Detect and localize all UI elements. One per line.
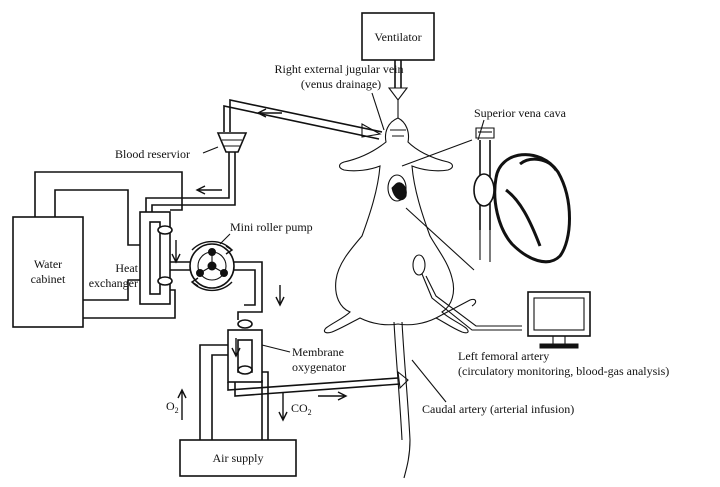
ventilator-tube — [394, 60, 402, 88]
heart-right-atrium — [473, 173, 495, 207]
jugular-label-line2: (venus drainage) — [301, 77, 381, 91]
ventilator-box — [361, 12, 435, 61]
membrane-label-1: Membrane — [292, 345, 344, 359]
flow-arrow-arterial — [318, 391, 348, 401]
femoral-line-2 — [425, 275, 522, 327]
svc-cannula — [475, 127, 495, 139]
arterial-line-inner — [234, 382, 401, 397]
ventilator: Ventilator — [361, 12, 435, 118]
femoral-label-1: Left femoral artery — [458, 349, 549, 363]
flow-arrow-reservoir — [195, 185, 222, 195]
exchanger-port-bottom — [157, 276, 173, 286]
arterial-line-outer — [227, 377, 399, 391]
pump-rotation-bottom — [190, 277, 233, 292]
water-cabinet-box — [12, 216, 84, 328]
rat-body — [323, 117, 477, 479]
reservoir-to-exchanger-outer — [145, 160, 230, 218]
membrane-leader — [261, 344, 291, 353]
gas-supply-line — [199, 344, 228, 440]
pump-leader — [219, 233, 231, 245]
reservoir-funnel — [216, 132, 248, 153]
caudal-leader — [411, 359, 447, 403]
svc-leader — [477, 119, 485, 141]
monitor-screen-frame — [527, 291, 591, 337]
water-cabinet-label-2: cabinet — [31, 272, 66, 286]
rat-head-detail — [390, 129, 406, 137]
venous-line-outer — [229, 99, 383, 133]
zoom-line-top — [401, 139, 473, 167]
rat-outline — [323, 117, 469, 334]
o2-label: O2 — [166, 399, 179, 415]
rat-femoral-site — [412, 254, 426, 276]
svc-label: Superior vena cava — [474, 106, 567, 120]
heart-detail — [473, 127, 571, 264]
cannula-tip — [361, 123, 382, 138]
flow-arrow-oxygenator — [231, 338, 241, 358]
water-line-out — [34, 171, 183, 217]
arterial-cannula — [397, 370, 409, 390]
ventilator-connector — [387, 87, 409, 101]
water-cabinet-label-1: Water — [34, 257, 62, 271]
air-supply-box — [179, 439, 297, 477]
blood-reservoir — [216, 132, 248, 160]
flow-arrow-exchanger — [171, 240, 181, 264]
water-cabinet: Water cabinet — [12, 171, 183, 328]
heat-exchanger-label-1: Heat — [115, 261, 138, 275]
heat-exchanger-label-2: exchanger — [89, 276, 138, 290]
femoral-line — [421, 273, 522, 331]
membrane-oxygenator — [227, 319, 263, 383]
mini-roller-pump — [189, 240, 235, 292]
ivc-vessel — [479, 230, 491, 262]
co2-arrow — [278, 392, 288, 422]
rat-heart-fill — [391, 182, 407, 201]
rat-tail — [401, 321, 411, 479]
heart-septum — [505, 188, 542, 247]
reservoir-level — [222, 139, 242, 147]
reservoir-to-exchanger-inner — [151, 160, 236, 218]
rat-tail-inner — [393, 321, 403, 441]
jugular-label-line1: Right external jugular vein — [275, 62, 404, 76]
membrane-label-2: oxygenator — [292, 360, 346, 374]
heart-atrium — [519, 157, 558, 171]
monitor-stand — [552, 336, 566, 344]
exchanger-port-top — [157, 225, 173, 235]
ventilator-label: Ventilator — [374, 30, 421, 44]
pump-rotation-top — [191, 240, 234, 255]
jugular-leader — [371, 92, 385, 131]
co2-label: CO2 — [291, 401, 312, 417]
exchanger-to-pump — [170, 261, 190, 271]
monitor-screen — [533, 297, 585, 331]
heat-exchanger-core — [149, 221, 161, 295]
monitor-base — [539, 343, 579, 349]
reservoir-label: Blood reservior — [115, 147, 190, 161]
venous-line-inner — [223, 105, 380, 140]
pump-to-oxygenator-inner — [234, 269, 256, 306]
pump-spokes — [199, 252, 225, 274]
oxygenator-port-top — [237, 319, 253, 329]
flow-arrow-venous — [256, 108, 282, 118]
rat-hindleg — [435, 298, 477, 319]
reservoir-neck — [228, 152, 236, 160]
water-line-out-2 — [54, 189, 143, 246]
monitor — [527, 291, 591, 349]
femoral-label-2: (circulatory monitoring, blood-gas analy… — [458, 364, 669, 378]
heart-body — [493, 153, 571, 264]
oxygenator-port-bottom — [237, 365, 253, 375]
flow-arrow-pump — [275, 285, 285, 307]
air-supply-label: Air supply — [213, 451, 264, 465]
heat-exchanger — [139, 211, 173, 305]
water-line-return-2 — [83, 289, 176, 319]
pump-to-oxygenator-outer — [234, 261, 263, 320]
reservoir-leader — [202, 146, 219, 154]
caudal-label: Caudal artery (arterial infusion) — [422, 402, 574, 416]
gas-exhaust-line — [261, 371, 269, 440]
o2-arrow — [177, 388, 187, 420]
zoom-line-bottom — [405, 207, 475, 271]
water-line-return — [83, 279, 143, 301]
pump-label: Mini roller pump — [230, 220, 313, 234]
